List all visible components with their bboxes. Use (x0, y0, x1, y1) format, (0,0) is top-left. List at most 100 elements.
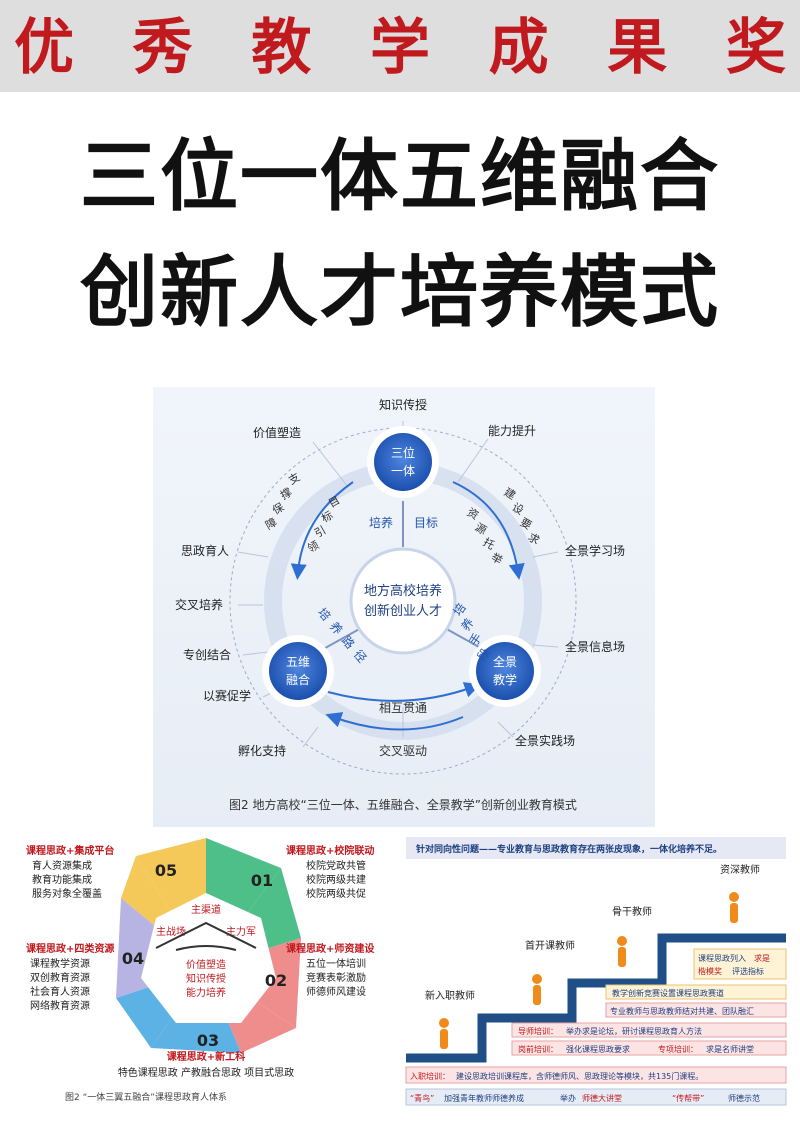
inner-line-1: 价值塑造 (186, 958, 226, 971)
title-line-1: 三位一体五维融合 (79, 132, 720, 222)
node-right (476, 642, 534, 700)
inner-zhuqudao: 主渠道 (191, 903, 221, 916)
label-zhicheng-1: 支 (286, 471, 302, 488)
header-text: 针对同向性问题——专业教育与思政教育存在两张皮现象，一体化培养不足。 (416, 843, 722, 855)
box-r4 (511, 1022, 787, 1038)
role-new: 新入职教师 (425, 989, 475, 1002)
label-lujing-2: 养 (327, 619, 346, 638)
segment-num-01: 01 (251, 871, 273, 890)
inner-zhulijun: 主力军 (226, 925, 256, 938)
label-jianshe-2: 设 (510, 501, 526, 518)
inner-zhuzhanchang: 主战场 (156, 925, 186, 938)
segment-num-04: 04 (122, 949, 144, 968)
box-r5a: 岗前培训： (518, 1044, 558, 1054)
teacher-ladder-diagram: 针对同向性问题——专业教育与思政教育存在两张皮现象，一体化培养不足。 新入职教师… (402, 833, 790, 1111)
group-bottom-items: 特色课程思政 产教融合思政 项目式思政 (118, 1066, 294, 1079)
banner (0, 0, 800, 92)
group-mr-item: 五位一体培训 (306, 957, 366, 970)
box-r6a: 入职培训： (410, 1071, 450, 1081)
banner-title: 优 秀 教 学 成 果 奖 (0, 8, 800, 88)
label-xianghu: 相互贯通 (379, 701, 427, 715)
banner-char: 秀 (132, 13, 193, 83)
outer-ring (229, 427, 577, 775)
node-left-line-2: 融合 (286, 672, 310, 687)
label-lujing-1: 培 (315, 605, 334, 624)
segment-num-05: 05 (155, 861, 177, 880)
box-r1a: 课程思政列入 (698, 953, 746, 963)
inner-roof (155, 921, 257, 949)
node-left-line-1: 五维 (286, 655, 310, 669)
label-jiaocha-qudong: 交叉驱动 (379, 743, 427, 758)
label-yinling-3: 引 (312, 523, 329, 541)
label-peiyang: 培养 (369, 515, 393, 530)
banner-char: 果 (607, 13, 668, 83)
arrow-mutual (327, 682, 481, 702)
box-r3-text: 专业教师与思政教师结对共建、团队融汇 (610, 1006, 754, 1016)
group-tr-item: 校院两级共建 (306, 873, 366, 886)
box-r4a: 导师培训： (518, 1026, 558, 1036)
group-mr-title: 课程思政+师资建设 (286, 942, 374, 955)
label-ziyuan-1: 资 (465, 506, 481, 523)
box-r2-text: 教学创新竞赛设置课程思政赛道 (612, 988, 724, 998)
label-shijianchang: 全景实践场 (515, 733, 575, 748)
group-tr-title: 课程思政+校院联动 (286, 844, 374, 857)
banner-char: 优 (14, 13, 74, 83)
node-top (374, 433, 432, 491)
group-ml-item: 双创教育资源 (30, 971, 90, 984)
box-r7 (405, 1088, 787, 1106)
group-ml-item: 课程教学资源 (30, 957, 90, 970)
segment-num-02: 02 (265, 971, 287, 990)
banner-char: 奖 (725, 13, 786, 83)
role-first: 首开课教师 (525, 939, 575, 952)
arrow-support (290, 481, 354, 580)
segment-num-03: 03 (197, 1031, 219, 1050)
center-line-2: 创新创业人才 (364, 603, 442, 619)
box-r1c: 楷模奖 (698, 966, 722, 976)
stair-line (406, 933, 786, 1063)
group-ml-item: 社会育人资源 (30, 985, 90, 998)
spokes (237, 421, 559, 748)
group-tr-item: 校院两级共促 (306, 887, 366, 900)
box-r5d: 求是名师讲堂 (706, 1044, 754, 1054)
group-tl-item: 服务对象全覆盖 (32, 887, 102, 900)
label-xinxichang: 全景信息场 (565, 639, 625, 654)
box-r5b: 强化课程思政要求 (566, 1044, 630, 1054)
box-r3 (605, 1002, 787, 1018)
label-zhicheng-4: 障 (263, 515, 280, 533)
label-jiazhi: 价值塑造 (253, 425, 301, 440)
box-r1b: 求是 (754, 953, 770, 963)
model-diagram: 地方高校培养 创新创业人才 三位 一体 五维 融合 全景 教学 培养 目标 相互… (153, 387, 655, 827)
box-r7d: 师德大讲堂 (582, 1093, 622, 1103)
group-tr-item: 校院党政共管 (306, 859, 366, 872)
box-r1d: 评选指标 (732, 966, 764, 976)
label-xuexichang: 全景学习场 (565, 543, 625, 558)
header-bar (406, 837, 786, 859)
label-jiaocha: 交叉培养 (175, 597, 223, 612)
label-sizheng: 思政育人 (181, 543, 229, 558)
group-bottom-title: 课程思政+新工科 (167, 1050, 245, 1063)
banner-char: 教 (251, 13, 312, 83)
center-line-1: 地方高校培养 (364, 583, 442, 599)
role-senior: 资深教师 (720, 863, 760, 876)
box-r6b: 建设思政培训课程库，含师德师风、思政理论等模块，共135门课程。 (456, 1071, 703, 1081)
label-fuhua: 孵化支持 (238, 743, 286, 758)
inner-line-2: 知识传授 (186, 972, 226, 985)
arrow-build (452, 481, 525, 580)
label-mubiao: 目标 (414, 516, 438, 530)
role-backbone: 骨干教师 (612, 905, 652, 918)
box-r1 (693, 948, 787, 980)
box-r7f: 师德示范 (728, 1093, 760, 1103)
box-r6 (405, 1066, 787, 1084)
ideology-system-diagram: 05 01 02 03 04 主渠道 主战场 主力军 价值塑造 知识传授 能力培… (26, 838, 386, 1118)
group-mr-item: 师德师风建设 (306, 985, 366, 998)
figure2-caption: 图2 “一体三翼五融合”课程思政育人体系 (65, 1091, 227, 1103)
label-lujing-4: 径 (351, 647, 369, 665)
box-r7c: 举办 (560, 1093, 576, 1103)
banner-char: 学 (369, 13, 430, 83)
box-r5c: 专项培训： (658, 1044, 698, 1054)
arrow-cross (325, 712, 464, 731)
label-yinling-4: 领 (305, 539, 321, 556)
node-right-line-1: 全景 (493, 654, 517, 669)
box-r7a: “青鸟” (410, 1093, 434, 1103)
box-r5 (511, 1040, 787, 1056)
